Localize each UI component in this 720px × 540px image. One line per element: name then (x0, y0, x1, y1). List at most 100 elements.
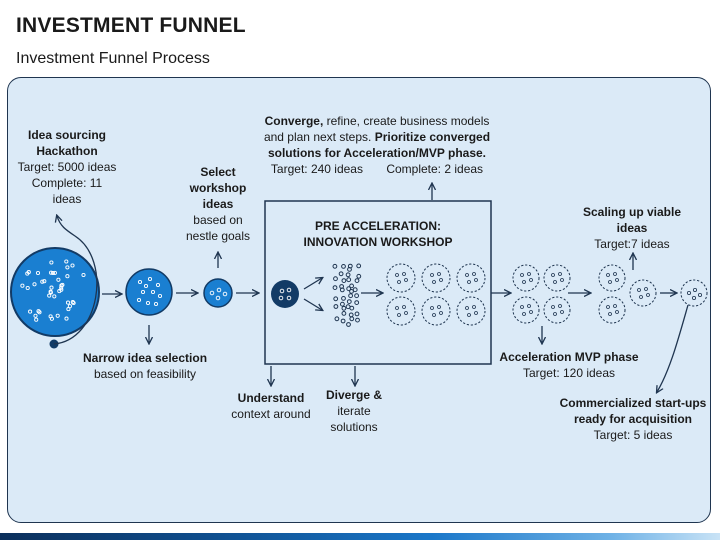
understand-sub: context around (231, 407, 311, 421)
converge-complete: Complete: 2 ideas (386, 162, 484, 176)
idea-dot (430, 306, 434, 310)
idea-dot (613, 304, 617, 308)
idea-dot (59, 287, 64, 292)
idea-dot (346, 322, 351, 327)
idea-dot (65, 265, 70, 270)
idea-dot (348, 312, 354, 318)
idea-dot (35, 270, 41, 276)
idea-dot (560, 278, 564, 282)
idea-dot (147, 276, 153, 282)
idea-dot (20, 283, 25, 288)
arrow-commercialized (657, 304, 689, 392)
idea-dot (333, 296, 339, 302)
idea-dot (639, 295, 643, 299)
idea-dot (26, 270, 31, 275)
idea-dot (340, 301, 345, 307)
commercialized-target: Target: 5 ideas (593, 428, 673, 442)
select-title-1: Select (200, 165, 236, 179)
narrow-label: Narrow idea selection based on feasibili… (83, 350, 207, 382)
idea-dot (145, 300, 151, 306)
idea-dot (64, 316, 69, 321)
idea-cluster (543, 264, 571, 292)
acceleration-ideas-grid (512, 264, 571, 324)
narrow-sub: based on feasibility (93, 367, 197, 381)
idea-dot (143, 283, 149, 289)
idea-dot (341, 278, 347, 284)
idea-dot (558, 272, 562, 276)
idea-dot (346, 286, 352, 292)
select-title-2: workshop (189, 181, 247, 195)
idea-dot (356, 273, 362, 279)
idea-dot (81, 272, 86, 278)
converge-line1-bold: Converge, (264, 114, 324, 128)
idea-dot (551, 273, 555, 277)
idea-dot (332, 285, 338, 291)
scaling-target: Target:7 ideas (594, 237, 670, 251)
idea-cluster (598, 264, 626, 292)
diverge-sub-2: solutions (330, 420, 378, 434)
idea-dot (395, 273, 399, 277)
idea-dot (136, 297, 142, 303)
converge-target: Target: 240 ideas (270, 162, 363, 176)
idea-dot (49, 270, 54, 275)
idea-sourcing-complete-2: ideas (52, 192, 82, 206)
idea-sourcing-title-1: Idea sourcing (27, 128, 107, 142)
idea-dot (71, 300, 76, 306)
idea-dot (397, 280, 401, 284)
scaling-title-2: ideas (616, 221, 648, 235)
idea-dot (333, 304, 339, 309)
idea-cluster (512, 296, 540, 324)
commercialized-title-1: Commercialized start-ups (559, 396, 707, 410)
workshop-box (264, 200, 492, 365)
idea-dot (354, 300, 360, 306)
idea-dot (348, 293, 354, 299)
idea-cluster (512, 264, 540, 292)
idea-dot (55, 313, 60, 318)
idea-dot (553, 280, 557, 284)
idea-dot (553, 312, 557, 316)
idea-sourcing-complete-1: Complete: 11 (31, 176, 103, 190)
idea-dot (467, 313, 471, 317)
idea-dot (465, 273, 469, 277)
idea-dot (333, 276, 338, 282)
idea-dot (520, 305, 524, 309)
idea-dot (529, 310, 533, 314)
idea-dot (338, 271, 344, 277)
idea-dot (637, 288, 641, 292)
scaling-title-1: Scaling up viable (582, 205, 682, 219)
page-title: INVESTMENT FUNNEL (16, 14, 246, 37)
idea-dot (140, 289, 146, 295)
converge-line2-bold: Prioritize converged (374, 130, 491, 144)
idea-dot (395, 306, 399, 310)
select-sub-2: nestle goals (185, 229, 251, 243)
diverge-sub-1: iterate (337, 404, 371, 418)
idea-dot (59, 285, 64, 290)
idea-dot (52, 294, 57, 299)
idea-dot (465, 306, 469, 310)
narrow-ideas-dots (136, 276, 163, 307)
idea-cluster (456, 296, 486, 326)
final-circle (680, 279, 708, 307)
scaling-ideas-grid (598, 264, 657, 324)
idea-dot (606, 305, 610, 309)
idea-dot (25, 285, 30, 291)
select-label: Select workshop ideas based on nestle go… (186, 164, 250, 244)
idea-dot (340, 318, 346, 324)
understand-label: Understand context around (231, 390, 310, 422)
idea-dot (345, 272, 351, 278)
idea-cluster (421, 263, 451, 293)
scaling-label: Scaling up viable ideas Target:7 ideas (583, 204, 681, 252)
idea-dot (33, 313, 38, 318)
loop-arrow (53, 216, 98, 345)
workshop-circle (271, 280, 299, 308)
footer-bar (0, 533, 720, 540)
idea-dot (430, 273, 434, 277)
workshop-title-1: PRE ACCELERATION: (314, 219, 441, 233)
idea-dot (606, 273, 610, 277)
idea-dot (356, 263, 362, 269)
idea-dot (64, 259, 69, 264)
idea-dot (334, 316, 340, 322)
idea-cluster (456, 263, 486, 293)
idea-cluster (598, 296, 626, 324)
diverge-title: Diverge & (325, 388, 383, 402)
